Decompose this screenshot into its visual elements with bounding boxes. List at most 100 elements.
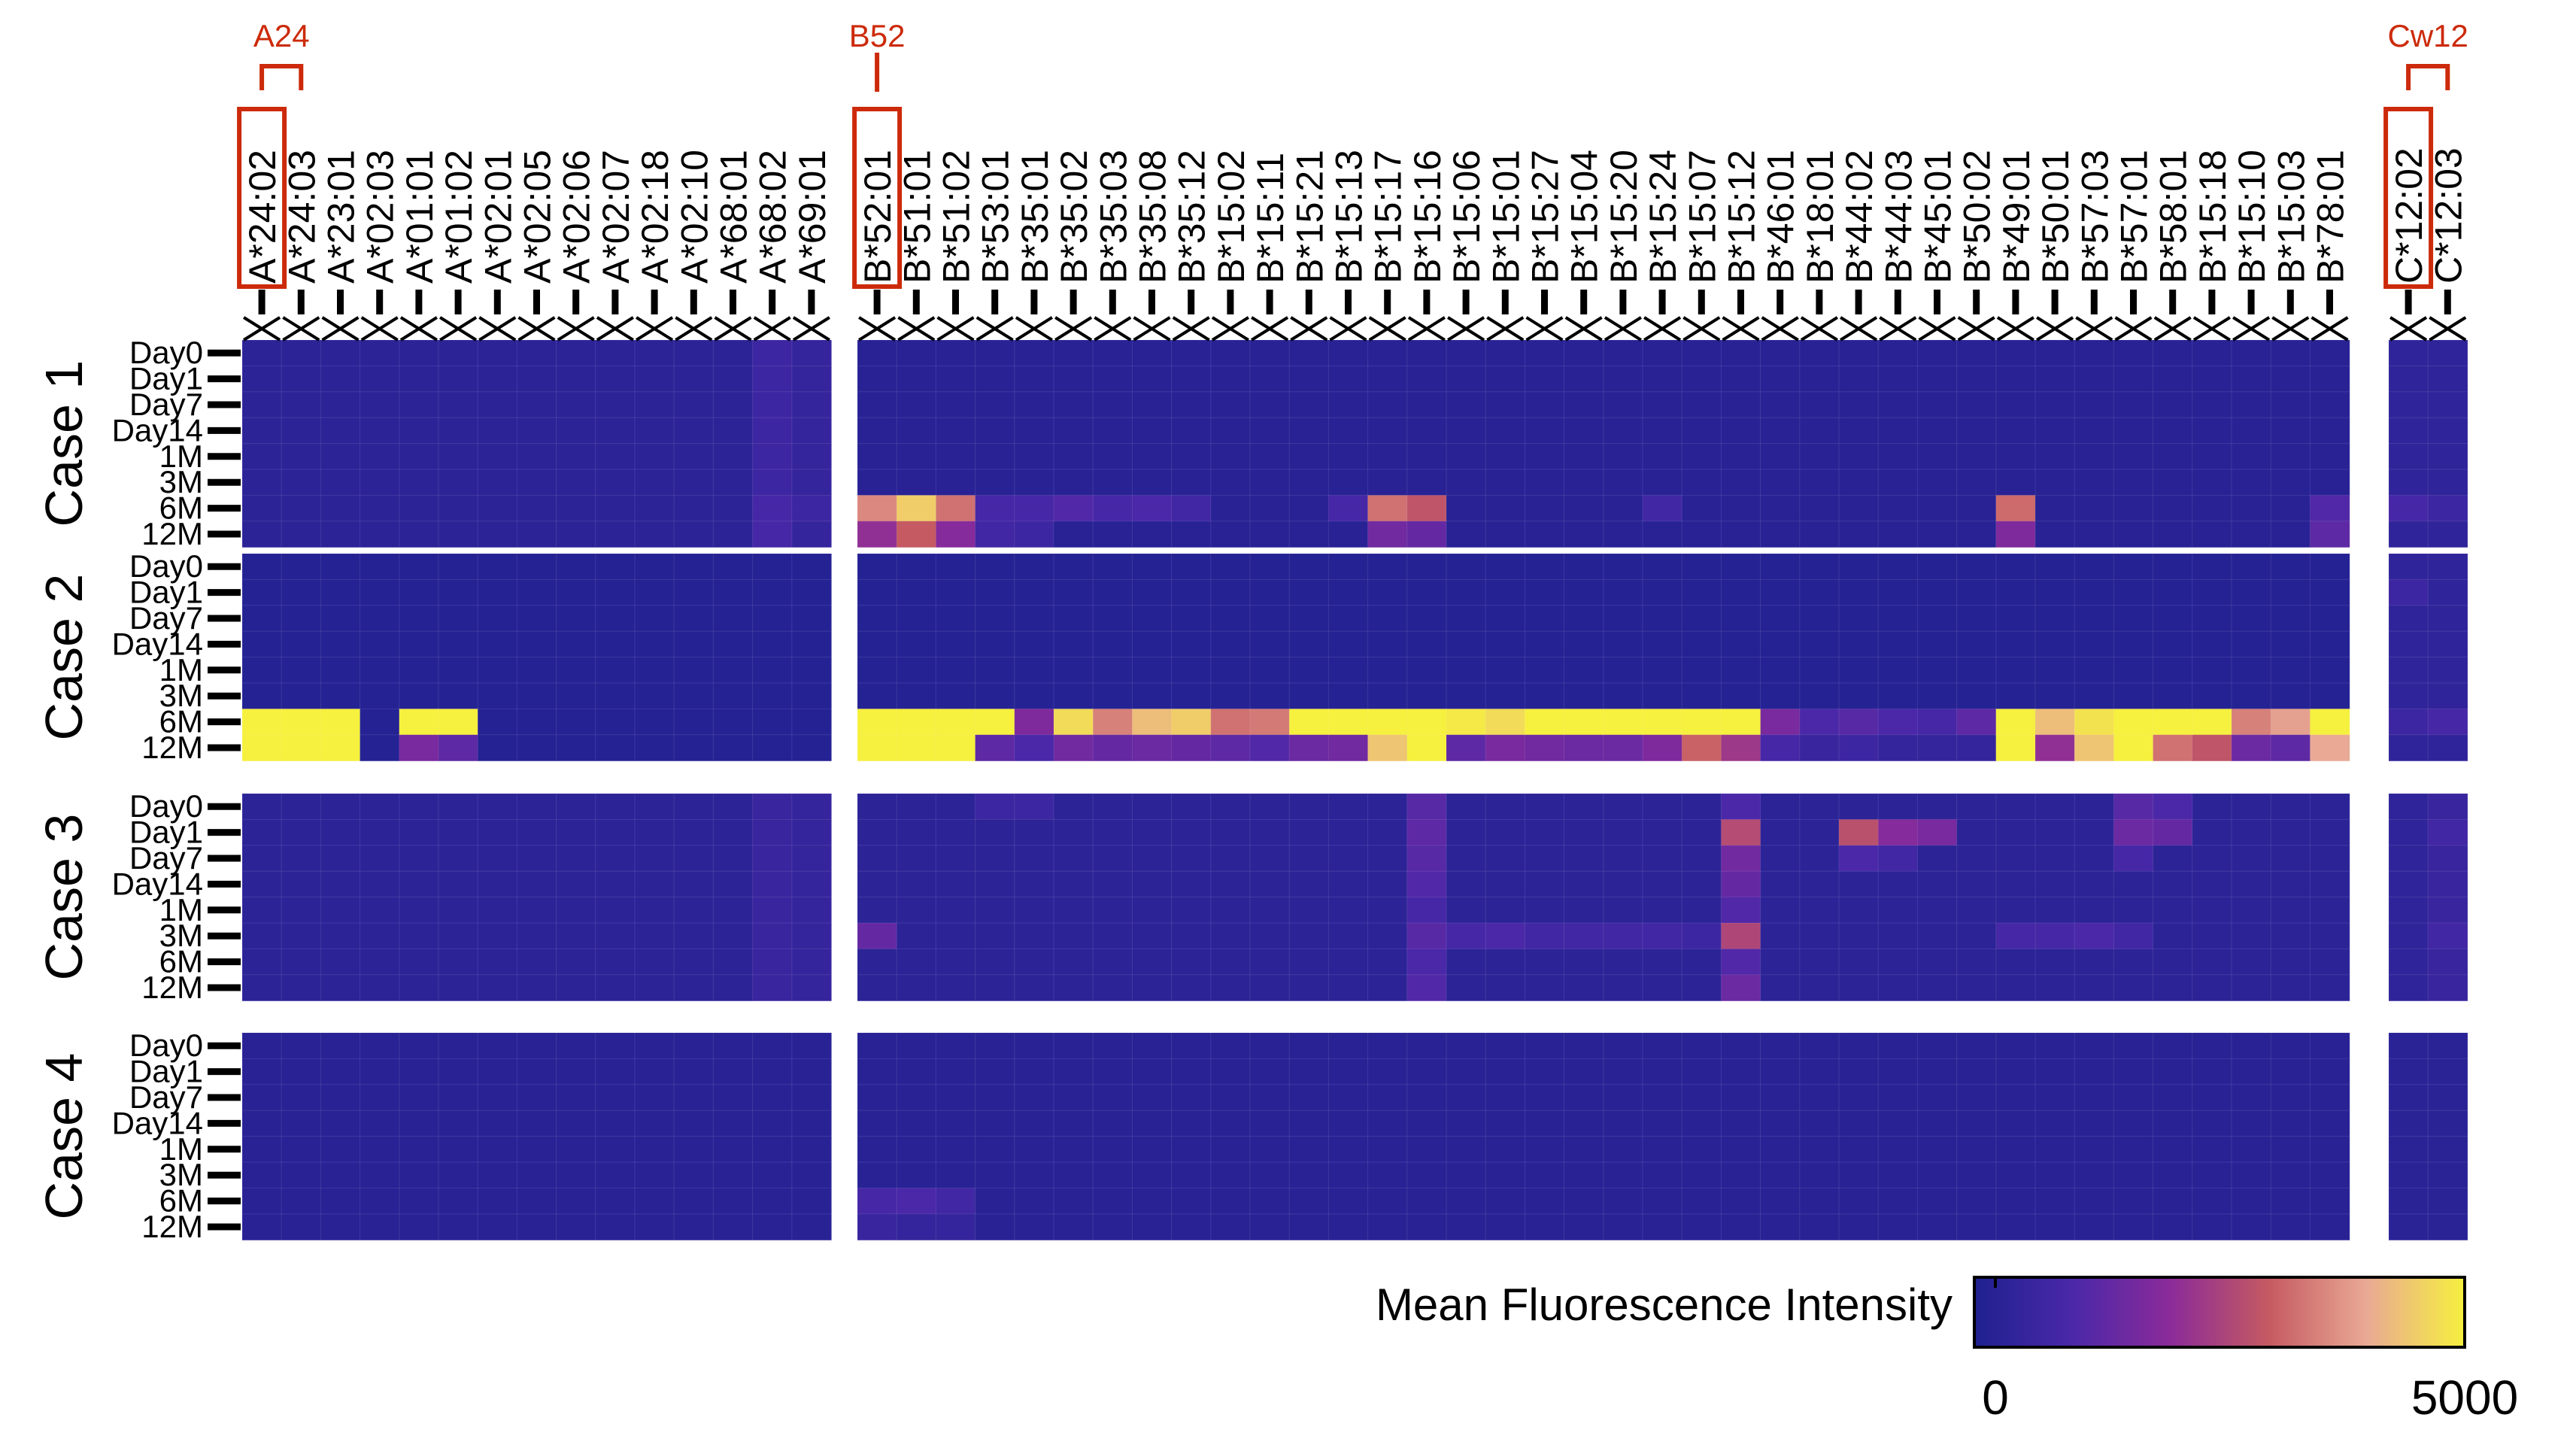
heatmap-cell bbox=[1406, 1213, 1448, 1241]
heatmap-cell bbox=[1288, 657, 1330, 685]
heatmap-cell bbox=[556, 553, 596, 581]
heatmap-cell bbox=[2113, 948, 2154, 976]
heatmap-cell bbox=[1799, 391, 1840, 419]
heatmap-cell bbox=[2231, 1136, 2272, 1164]
heatmap-cell bbox=[1799, 734, 1840, 762]
heatmap-cell bbox=[1288, 870, 1330, 898]
heatmap-cell bbox=[1249, 708, 1291, 736]
column-x-mark bbox=[936, 316, 975, 342]
heatmap-cell bbox=[2231, 708, 2272, 736]
heatmap-cell bbox=[975, 469, 1015, 496]
heatmap-cell bbox=[516, 682, 557, 710]
heatmap-cell bbox=[1446, 443, 1487, 471]
heatmap-cell bbox=[712, 417, 754, 445]
heatmap-cell bbox=[857, 948, 898, 976]
heatmap-cell bbox=[634, 605, 675, 633]
heatmap-cell bbox=[1053, 1161, 1094, 1189]
column-x-mark bbox=[897, 316, 936, 342]
heatmap-cell bbox=[1485, 845, 1526, 873]
heatmap-cell bbox=[752, 365, 793, 393]
heatmap-cell bbox=[595, 521, 636, 548]
heatmap-cell bbox=[712, 897, 754, 924]
heatmap-cell bbox=[1524, 897, 1565, 924]
heatmap-cell bbox=[935, 897, 976, 924]
heatmap-cell bbox=[673, 605, 715, 633]
column-x-mark bbox=[557, 316, 595, 342]
heatmap-cell bbox=[1877, 1187, 1919, 1215]
heatmap-cell bbox=[399, 682, 440, 710]
heatmap-cell bbox=[1956, 793, 1997, 821]
heatmap-cell bbox=[857, 1058, 898, 1085]
heatmap-cell bbox=[2427, 708, 2468, 736]
heatmap-cell bbox=[516, 948, 557, 976]
heatmap-cell bbox=[1210, 417, 1252, 445]
heatmap-cell bbox=[1249, 1084, 1291, 1112]
heatmap-cell bbox=[1249, 578, 1291, 606]
heatmap-cell bbox=[516, 578, 557, 606]
heatmap-cell bbox=[712, 1187, 754, 1215]
heatmap-cell bbox=[241, 682, 283, 710]
heatmap-cell bbox=[1799, 708, 1840, 736]
heatmap-cell bbox=[1053, 818, 1094, 846]
heatmap-cell bbox=[673, 948, 715, 976]
heatmap-cell bbox=[1838, 417, 1880, 445]
heatmap-cell bbox=[791, 1058, 833, 1085]
heatmap-cell bbox=[516, 1084, 557, 1112]
heatmap-cell bbox=[1053, 417, 1094, 445]
heatmap-cell bbox=[1916, 605, 1958, 633]
column-x-mark bbox=[636, 316, 674, 342]
heatmap-cell bbox=[241, 365, 283, 393]
heatmap-cell bbox=[896, 339, 937, 367]
heatmap-cell bbox=[1956, 948, 1997, 976]
heatmap-cell bbox=[2192, 818, 2233, 846]
heatmap-cell bbox=[1799, 845, 1840, 873]
heatmap-cell bbox=[2309, 391, 2350, 419]
heatmap-cell bbox=[1446, 897, 1487, 924]
heatmap-cell bbox=[2034, 818, 2076, 846]
heatmap-cell bbox=[1603, 494, 1644, 522]
heatmap-cell bbox=[2388, 1136, 2429, 1164]
heatmap-cell bbox=[1995, 974, 2037, 1002]
heatmap-cell bbox=[1485, 417, 1526, 445]
heatmap-cell bbox=[2153, 1136, 2193, 1164]
heatmap-cell bbox=[1995, 657, 2037, 685]
heatmap-cell bbox=[360, 948, 400, 976]
heatmap-cell bbox=[1603, 1187, 1644, 1215]
heatmap-cell bbox=[1053, 1187, 1094, 1215]
heatmap-cell bbox=[320, 443, 361, 471]
heatmap-cell bbox=[2153, 494, 2193, 522]
heatmap-cell bbox=[438, 469, 479, 496]
heatmap-cell bbox=[752, 1213, 793, 1241]
heatmap-cell bbox=[1995, 734, 2037, 762]
heatmap-cell bbox=[399, 734, 440, 762]
heatmap-cell bbox=[1485, 682, 1526, 710]
heatmap-cell bbox=[320, 605, 361, 633]
heatmap-cell bbox=[1838, 793, 1880, 821]
heatmap-cell bbox=[2192, 974, 2233, 1002]
heatmap-cell bbox=[1053, 553, 1094, 581]
heatmap-cell bbox=[634, 1161, 675, 1189]
heatmap-cell bbox=[360, 339, 400, 367]
heatmap-cell bbox=[634, 1084, 675, 1112]
heatmap-cell bbox=[1877, 1136, 1919, 1164]
heatmap-cell bbox=[2231, 1161, 2272, 1189]
heatmap-cell bbox=[1367, 339, 1408, 367]
heatmap-cell bbox=[516, 1032, 557, 1060]
heatmap-cell bbox=[791, 845, 833, 873]
heatmap-cell bbox=[1524, 417, 1565, 445]
heatmap-cell bbox=[1720, 1058, 1761, 1085]
heatmap-cell bbox=[673, 922, 715, 950]
heatmap-cell bbox=[1956, 521, 1997, 548]
heatmap-cell bbox=[1995, 469, 2037, 496]
heatmap-cell bbox=[2113, 657, 2154, 685]
heatmap-cell bbox=[595, 578, 636, 606]
heatmap-cell bbox=[1485, 793, 1526, 821]
heatmap-cell bbox=[1524, 1187, 1565, 1215]
heatmap-cell bbox=[438, 521, 479, 548]
heatmap-cell bbox=[2309, 974, 2350, 1002]
heatmap-cell bbox=[1131, 630, 1173, 658]
heatmap-cell bbox=[2113, 1213, 2154, 1241]
heatmap-cell bbox=[1367, 682, 1408, 710]
heatmap-cell bbox=[896, 630, 937, 658]
heatmap-cell bbox=[1720, 818, 1761, 846]
